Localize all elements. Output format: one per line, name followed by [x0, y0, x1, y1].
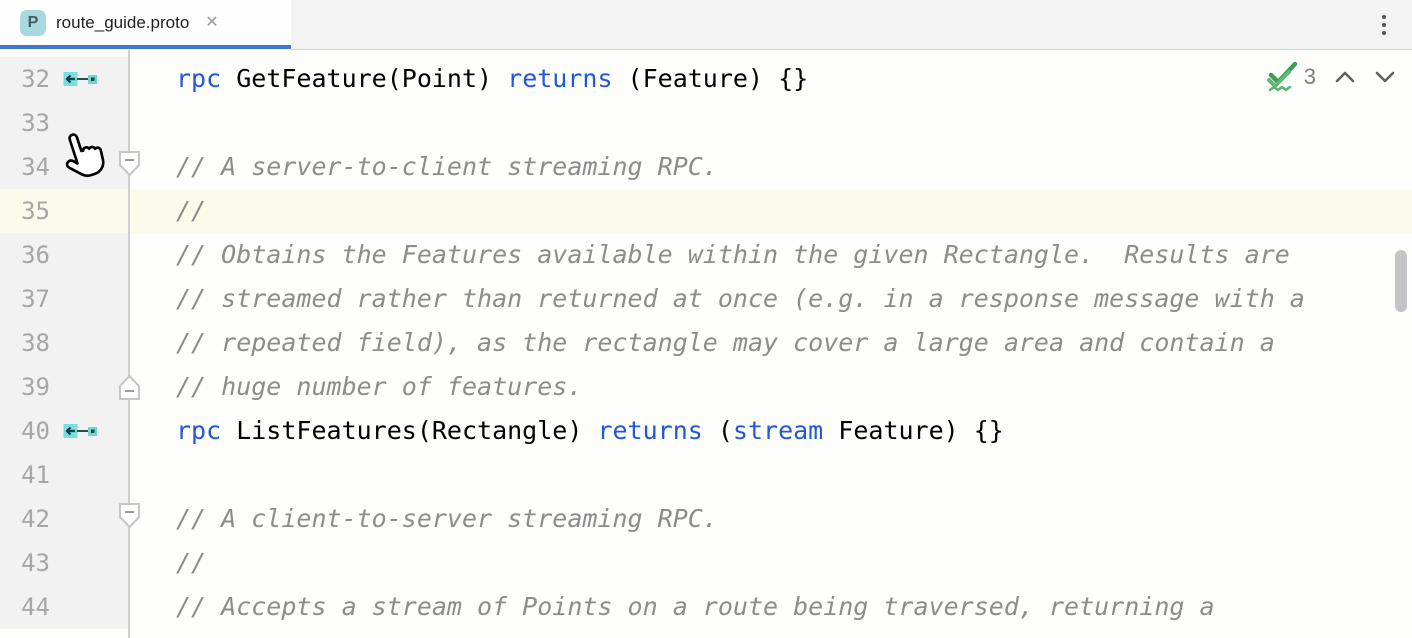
editor-row: 34 // A server-to-client streaming RPC. — [0, 145, 1412, 189]
code-line[interactable]: // Obtains the Features available within… — [176, 240, 1290, 269]
code-line[interactable]: rpc GetFeature(Point) returns (Feature) … — [176, 64, 809, 93]
gutter-cell — [52, 233, 130, 277]
code-line[interactable]: // A client-to-server streaming RPC. — [176, 504, 718, 533]
editor-row: 32 rpc GetFeature(Point) returns (Featur… — [0, 57, 1412, 101]
rpc-method-gutter-icon[interactable] — [63, 70, 99, 88]
fold-end-marker-icon[interactable] — [118, 374, 141, 401]
code-line[interactable]: // huge number of features. — [176, 372, 583, 401]
gutter-cell — [52, 453, 130, 497]
gutter-cell — [52, 365, 140, 409]
gutter-cell — [52, 541, 130, 585]
code-line[interactable] — [130, 453, 1412, 497]
result-count: 3 — [1303, 64, 1316, 89]
tab-title: route_guide.proto — [56, 13, 190, 32]
line-number[interactable]: 37 — [0, 277, 52, 321]
code-line[interactable]: // — [176, 548, 207, 577]
fold-region-line — [128, 50, 130, 638]
line-number[interactable]: 32 — [0, 57, 52, 101]
kebab-menu-icon[interactable] — [1372, 12, 1396, 38]
code-line[interactable]: // A server-to-client streaming RPC. — [176, 152, 718, 181]
tab-close-icon[interactable]: ✕ — [205, 14, 219, 31]
line-number[interactable]: 43 — [0, 541, 52, 585]
gutter-cell — [52, 57, 130, 101]
gutter-cell — [52, 101, 130, 145]
editor-row: 39 // huge number of features. — [0, 365, 1412, 409]
gutter-cell — [52, 189, 130, 233]
code-line[interactable]: // streamed rather than returned at once… — [176, 284, 1305, 313]
editor-row: 40 rpc ListFeatures(Rectangle) returns (… — [0, 409, 1412, 453]
code-rows: 32 rpc GetFeature(Point) returns (Featur… — [0, 50, 1412, 629]
gutter-cell — [52, 321, 130, 365]
line-number[interactable]: 39 — [0, 365, 52, 409]
line-number[interactable]: 40 — [0, 409, 52, 453]
code-line[interactable] — [130, 101, 1412, 145]
line-number[interactable]: 34 — [0, 145, 52, 189]
chevron-down-icon[interactable] — [1370, 62, 1400, 92]
editor-row: 33 — [0, 101, 1412, 145]
editor-row: 35 // — [0, 189, 1412, 233]
editor-row: 42 // A client-to-server streaming RPC. — [0, 497, 1412, 541]
proto-file-icon: P — [20, 10, 46, 36]
fold-start-marker-icon[interactable] — [118, 502, 141, 529]
editor-tab-bar: P route_guide.proto ✕ — [0, 0, 1412, 50]
inspection-widget: 3 — [1266, 60, 1400, 94]
gutter-cell — [52, 277, 130, 321]
line-number[interactable]: 44 — [0, 585, 52, 629]
code-line[interactable]: // — [176, 196, 207, 225]
line-number[interactable]: 36 — [0, 233, 52, 277]
active-tab-indicator — [0, 45, 291, 49]
fold-start-marker-icon[interactable] — [118, 150, 141, 177]
editor-row: 41 — [0, 453, 1412, 497]
rpc-method-gutter-icon[interactable] — [63, 422, 99, 440]
editor-row: 43 // — [0, 541, 1412, 585]
code-editor[interactable]: 32 rpc GetFeature(Point) returns (Featur… — [0, 50, 1412, 638]
line-number[interactable]: 41 — [0, 453, 52, 497]
editor-row: 36 // Obtains the Features available with… — [0, 233, 1412, 277]
gutter-cell — [52, 497, 140, 541]
editor-row: 44 // Accepts a stream of Points on a rou… — [0, 585, 1412, 629]
editor-row: 38 // repeated field), as the rectangle m… — [0, 321, 1412, 365]
line-number[interactable]: 38 — [0, 321, 52, 365]
gutter-cell — [52, 585, 130, 629]
line-number[interactable]: 35 — [21, 197, 50, 225]
line-number[interactable]: 42 — [0, 497, 52, 541]
chevron-up-icon[interactable] — [1330, 62, 1360, 92]
code-line[interactable]: rpc ListFeatures(Rectangle) returns (str… — [176, 416, 1004, 445]
code-line[interactable]: // repeated field), as the rectangle may… — [176, 328, 1275, 357]
gutter-cell — [52, 145, 140, 189]
code-line[interactable]: // Accepts a stream of Points on a route… — [176, 592, 1215, 621]
tab-route-guide-proto[interactable]: P route_guide.proto ✕ — [0, 0, 291, 50]
analysis-checkmarks-icon[interactable] — [1266, 60, 1302, 94]
editor-row: 37 // streamed rather than returned at on… — [0, 277, 1412, 321]
vertical-scrollbar-thumb[interactable] — [1395, 250, 1407, 312]
line-number[interactable]: 33 — [0, 101, 52, 145]
gutter-cell — [52, 409, 130, 453]
